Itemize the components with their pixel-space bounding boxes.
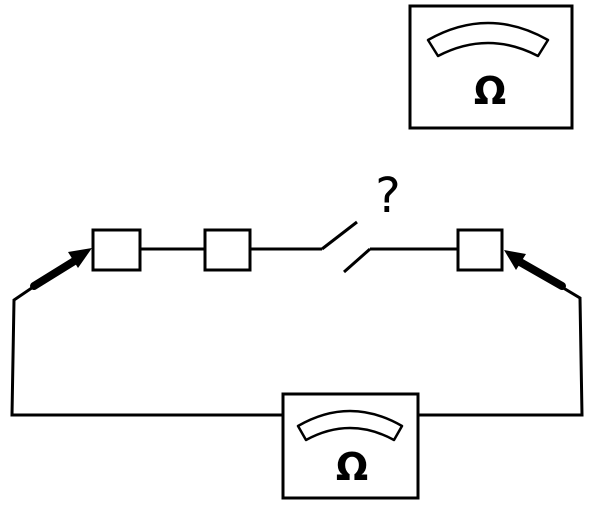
probe-left-tip-icon: [68, 248, 92, 268]
question-mark: ?: [375, 168, 400, 224]
components: [91, 228, 504, 272]
ohmmeter-bottom-scale-arc: [296, 409, 404, 442]
probe-right-shaft: [516, 258, 566, 290]
ohmmeter-top-scale-arc: [426, 21, 550, 58]
component-box-3: [456, 228, 504, 272]
ohmmeter-bottom: Ω: [281, 392, 420, 500]
probe-right-tip-icon: [504, 250, 526, 270]
circuit-wiring: [10, 247, 584, 417]
component-box-2: [203, 228, 252, 272]
probes: [30, 248, 566, 290]
ohmmeter-top: Ω: [408, 4, 574, 130]
component-box-1: [91, 228, 142, 272]
switch-blade-upper: [321, 220, 358, 251]
probe-left-shaft: [30, 256, 80, 290]
ohmmeter-bottom-symbol: Ω: [336, 445, 368, 489]
probe-lead-left: [10, 260, 283, 417]
open-switch: [321, 220, 371, 274]
ohmmeter-top-symbol: Ω: [474, 69, 506, 113]
switch-blade-lower: [343, 247, 371, 274]
